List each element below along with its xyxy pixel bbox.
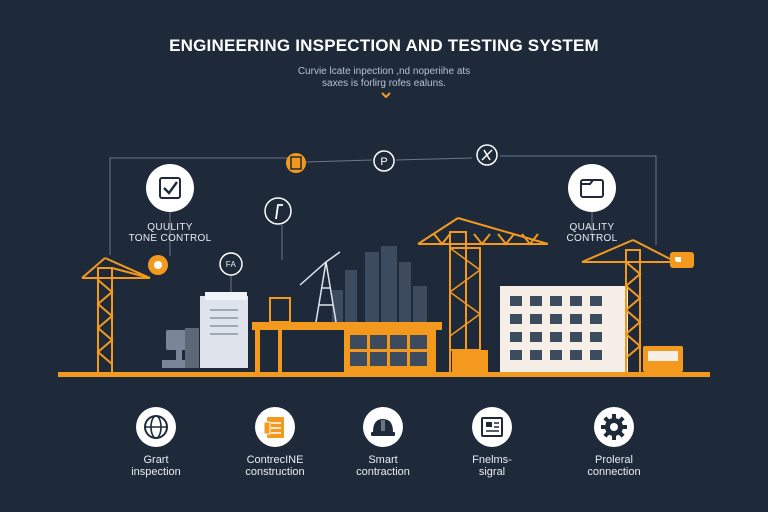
feature-2-line-2: construction (245, 466, 305, 478)
office-building (500, 286, 628, 372)
parking-badge-icon: P (373, 150, 395, 172)
tower-bracing (449, 247, 481, 337)
skyline (332, 246, 427, 322)
svg-text:P: P (380, 156, 387, 168)
left-callout-line-1: QUULITY (147, 222, 193, 233)
left-callout-label: QUULITY TONE CONTROL (120, 222, 220, 244)
feature-4-line-1: Fnelms- (472, 454, 512, 466)
blueprint-icon (472, 407, 512, 447)
feature-3-line-1: Smart (368, 454, 398, 466)
page-subtitle: Curvie lcate inpection ,nd noperiihe ats… (0, 66, 768, 90)
feature-2-line-1: ContrecINE (246, 454, 304, 466)
feature-3-line-2: contraction (356, 466, 410, 478)
ground-line (58, 372, 710, 377)
document-badge-icon (286, 153, 306, 173)
subtitle-line-1: Curvie lcate inpection ,nd noperiihe ats (297, 66, 471, 77)
feature-1-line-1: Grart (143, 454, 169, 466)
chevron-down-icon[interactable] (381, 92, 391, 98)
feature-smart-inspection[interactable]: Grart inspection (101, 406, 211, 478)
central-platform (252, 297, 442, 372)
right-callout-line-1: QUALITY (569, 222, 615, 233)
clock-badge-icon (148, 255, 168, 275)
feature-smart-contraction[interactable]: Smart contraction (328, 406, 438, 478)
fa-badge-icon (219, 252, 243, 276)
workstation (162, 328, 199, 368)
sign-badge-icon (670, 252, 694, 268)
feature-signal[interactable]: Fnelms- sigral (437, 406, 547, 478)
document-icon (255, 407, 295, 447)
gear-icon (594, 407, 634, 447)
feature-connection[interactable]: Proleral connection (559, 406, 669, 478)
fa-badge-label: FA (225, 260, 237, 269)
feature-construction[interactable]: ContrecINE construction (220, 406, 330, 478)
feature-5-line-1: Proleral (595, 454, 633, 466)
right-callout-label: QUALITY CONTROL (552, 222, 632, 244)
right-callout-line-2: CONTROL (566, 233, 618, 244)
crane-base (452, 350, 488, 372)
feature-4-line-2: sigral (478, 466, 506, 478)
feature-5-line-2: connection (587, 466, 641, 478)
lattice-tower (299, 251, 341, 323)
tool-badge-icon (476, 144, 498, 166)
subtitle-line-2: saxes is forlirg rofes ealuns. (322, 78, 446, 89)
page-title: ENGINEERING INSPECTION AND TESTING SYSTE… (169, 36, 599, 55)
folder-icon (568, 164, 616, 212)
document-tower (200, 292, 248, 368)
globe-icon (136, 407, 176, 447)
info-badge-icon (264, 197, 292, 225)
left-callout-line-2: TONE CONTROL (128, 233, 212, 244)
generator-box (643, 346, 683, 372)
left-crane (81, 257, 151, 372)
right-crane (581, 239, 677, 372)
feature-1-line-2: inspection (131, 466, 181, 478)
checklist-icon (146, 164, 194, 212)
hardhat-icon (363, 407, 403, 447)
